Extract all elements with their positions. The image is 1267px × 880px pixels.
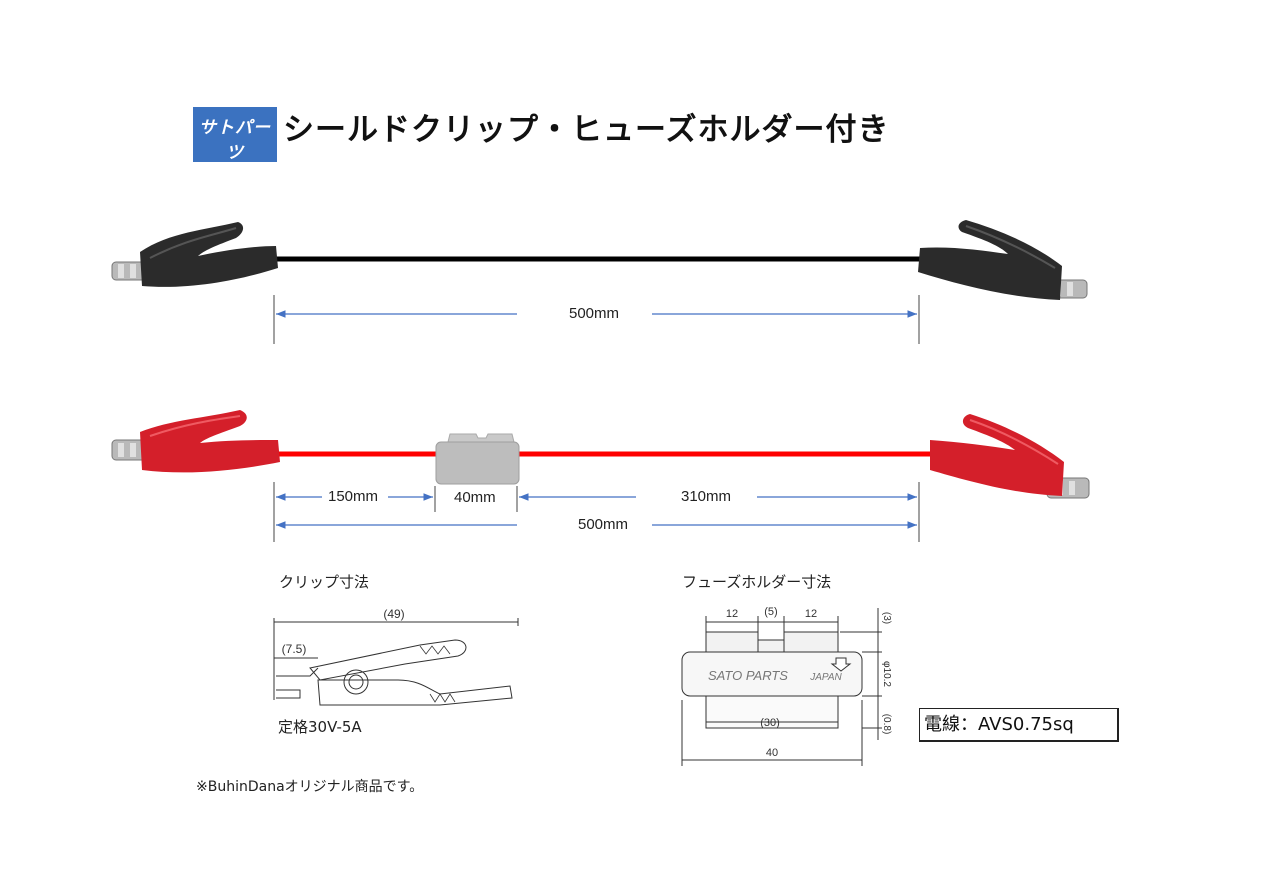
fuse-dim-side-mid: φ10.2 <box>881 661 892 687</box>
clip-caption: クリップ寸法 <box>279 573 370 591</box>
black-length-label: 500mm <box>565 305 624 322</box>
fuse-dim-top-right: 12 <box>805 608 817 620</box>
fuse-dim-inner: (30) <box>760 717 780 729</box>
black-clip-left <box>111 222 278 287</box>
fuse-technical-drawing <box>681 608 882 766</box>
fuse-dim-side-top: (3) <box>881 612 892 624</box>
sato-parts-logo: サトパーツ SATO PARTS <box>193 107 277 178</box>
logo-katakana: サトパーツ <box>199 118 271 163</box>
fuse-dim-top-left: 12 <box>726 608 738 620</box>
clip-dim-jaw: (7.5) <box>282 642 307 656</box>
clip-technical-drawing <box>273 618 519 706</box>
fuse-dim-total: 40 <box>766 747 778 759</box>
fuse-body-origin: JAPAN <box>809 672 842 683</box>
red-clip-right <box>930 414 1090 499</box>
footnote: ※BuhinDanaオリジナル商品です。 <box>196 779 424 795</box>
red-fuse-label: 40mm <box>450 489 500 506</box>
red-seg2-label: 310mm <box>677 488 736 505</box>
fuse-holder <box>435 433 520 485</box>
clip-rating: 定格30V-5A <box>278 718 362 736</box>
fuse-body-brand: SATO PARTS <box>708 668 788 683</box>
clip-dim-length: (49) <box>383 607 404 621</box>
black-clip-right <box>918 220 1088 300</box>
fuse-caption: フューズホルダー寸法 <box>682 573 832 591</box>
fuse-dim-top-mid: (5) <box>764 606 777 618</box>
wire-spec-box: 電線：AVS0.75sq <box>919 708 1119 742</box>
logo-text: SATO PARTS <box>198 166 272 178</box>
page-title: シールドクリップ・ヒューズホルダー付き <box>283 112 890 148</box>
red-seg1-label: 150mm <box>324 488 383 505</box>
fuse-dim-side-bot: (0.8) <box>881 714 892 735</box>
red-total-label: 500mm <box>574 516 633 533</box>
red-clip-left <box>111 410 280 473</box>
